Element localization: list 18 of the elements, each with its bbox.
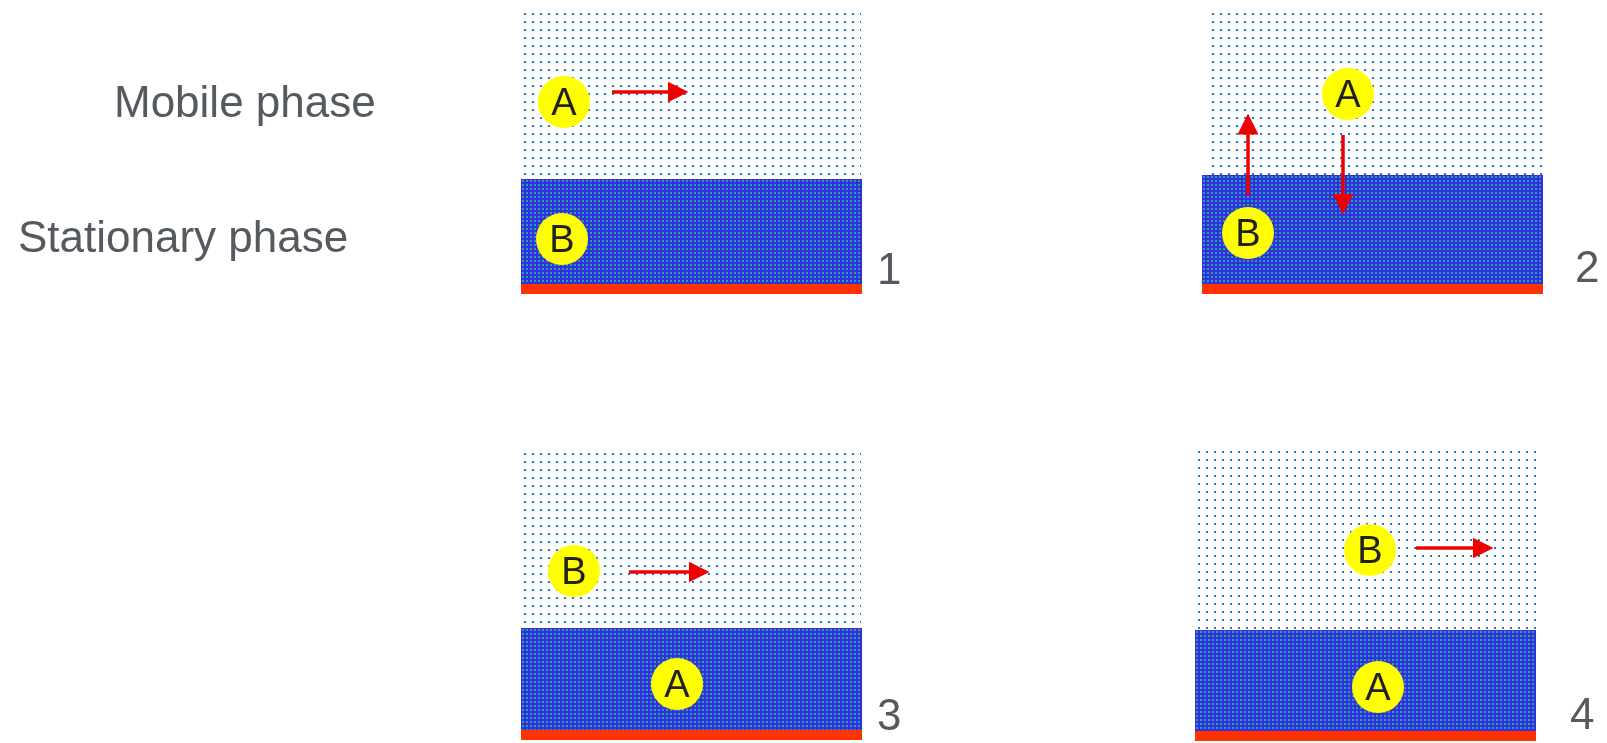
stationary-phase-layer: [521, 179, 862, 294]
panel-number: 4: [1570, 692, 1595, 736]
panel-number: 2: [1575, 245, 1600, 289]
phase-label: Mobile phase: [114, 80, 376, 124]
analyte-circle: B: [536, 213, 588, 265]
analyte-circle: B: [548, 545, 600, 597]
analyte-circle: A: [1352, 661, 1404, 713]
panel-number: 1: [877, 247, 902, 291]
stationary-phase-layer: [1195, 630, 1536, 741]
analyte-circle: A: [651, 658, 703, 710]
panel-number: 3: [877, 693, 902, 737]
analyte-circle: A: [538, 76, 590, 128]
phase-label: Stationary phase: [18, 215, 349, 259]
analyte-circle: B: [1344, 524, 1396, 576]
analyte-circle: A: [1322, 68, 1374, 120]
stationary-phase-layer: [1202, 175, 1543, 294]
stationary-phase-layer: [521, 628, 862, 740]
analyte-circle: B: [1222, 207, 1274, 259]
